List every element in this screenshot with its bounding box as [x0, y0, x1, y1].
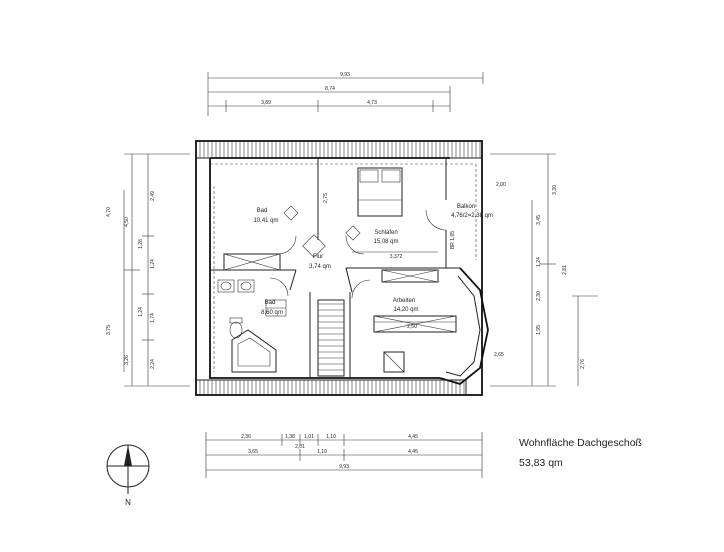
- left-dimensions: 4,70 3,75 2,49 1,24 1,74 2,24 4,50 1,26 …: [106, 153, 190, 387]
- fixtures: [217, 167, 457, 377]
- dim-bottom-row1-small: 2,01: [295, 444, 305, 450]
- dim-right-side-2: 2,65: [494, 352, 504, 358]
- room-area: 3,74 qm: [309, 264, 331, 270]
- dim-schlafen-width: 3,372: [390, 254, 403, 260]
- room-name: Balkon: [457, 204, 475, 210]
- dim-bottom-row1-2: 1,38: [285, 434, 295, 440]
- dim-right-inner-3: 1,95: [536, 325, 542, 335]
- ceiling-lines: [210, 163, 477, 372]
- dim-left-inner-4: 2,24: [150, 359, 156, 369]
- north-label: N: [125, 498, 131, 507]
- room-area: 8,60 qm: [261, 310, 283, 316]
- dim-left-outer-2: 3,75: [106, 325, 112, 335]
- outer-walls: [195, 140, 489, 396]
- top-dimensions: 9,93 8,74 3,89 4,73: [207, 72, 484, 116]
- interior-dimensions: 3,372 2,50 2,75 BR 1,65: [323, 193, 456, 330]
- dim-bottom-row2-1: 3,65: [248, 449, 258, 455]
- dim-top-right: 4,73: [367, 100, 377, 106]
- inner-walls: [210, 158, 460, 378]
- total-area: 53,83 qm: [519, 457, 563, 469]
- dim-right-outer-3: 2,81: [562, 265, 568, 275]
- plan-title: Wohnfläche Dachgeschoß: [519, 437, 642, 449]
- room-area: 4,76/2=2,38 qm: [451, 213, 493, 219]
- dim-left-inner-1: 2,49: [150, 191, 156, 201]
- dim-left-inner-2: 1,24: [150, 259, 156, 269]
- dim-left-inner-3: 1,74: [150, 313, 156, 323]
- room-area: 15,08 qm: [373, 239, 398, 245]
- dim-bottom-row2-2: 1,10: [317, 449, 327, 455]
- dim-bottom-row1-4: 1,10: [326, 434, 336, 440]
- dim-right-inner-1: 1,24: [536, 257, 542, 267]
- dim-right-outer-4: 2,76: [580, 359, 586, 369]
- dim-arbeiten-width: 2,50: [407, 324, 417, 330]
- dim-bottom-overall: 9,93: [339, 464, 349, 470]
- area-summary: Wohnfläche Dachgeschoß 53,83 qm: [519, 437, 642, 469]
- room-name: Flur: [313, 254, 323, 260]
- dim-left-small-3: 1,24: [138, 307, 144, 317]
- room-labels: Bad 10,41 qm Schlafen 15,08 qm Balkon 4,…: [253, 204, 492, 316]
- room-name: Bad: [257, 208, 268, 214]
- dim-left-small-2: 1,26: [138, 239, 144, 249]
- dim-left-small-4: 3,26: [124, 355, 130, 365]
- room-name: Schlafen: [374, 230, 397, 236]
- right-dimensions: 3,30 3,45 2,81 2,76 1,24 2,30 1,95 2,00 …: [490, 153, 598, 387]
- dim-right-inner-2: 2,30: [536, 291, 542, 301]
- dim-bottom-row1-5: 4,45: [408, 434, 418, 440]
- dim-bottom-row1-1: 2,36: [241, 434, 251, 440]
- room-name: Arbeiten: [393, 298, 415, 304]
- dim-right-side-1: 2,00: [496, 182, 506, 188]
- dim-right-outer-1: 3,30: [552, 185, 558, 195]
- doors: [269, 209, 447, 299]
- dim-bottom-row2-3: 4,45: [408, 449, 418, 455]
- room-name: Bad: [265, 300, 276, 306]
- dim-left-outer-1: 4,70: [106, 207, 112, 217]
- room-area: 14,20 qm: [393, 307, 418, 313]
- room-area: 10,41 qm: [253, 218, 278, 224]
- dim-bad-height: 2,75: [323, 193, 329, 203]
- dim-top-left: 3,89: [261, 100, 271, 106]
- dim-left-small-1: 4,50: [124, 217, 130, 227]
- dim-right-outer-2: 3,45: [536, 215, 542, 225]
- north-arrow-icon: N: [106, 444, 150, 507]
- dim-height-label: BR 1,65: [450, 231, 456, 249]
- dim-top-inner: 8,74: [325, 86, 335, 92]
- dim-top-overall: 9,93: [340, 72, 350, 78]
- bottom-dimensions: 2,36 1,38 1,01 1,10 4,45 2,01 3,65 1,10 …: [205, 432, 483, 478]
- dim-bottom-row1-3: 1,01: [304, 434, 314, 440]
